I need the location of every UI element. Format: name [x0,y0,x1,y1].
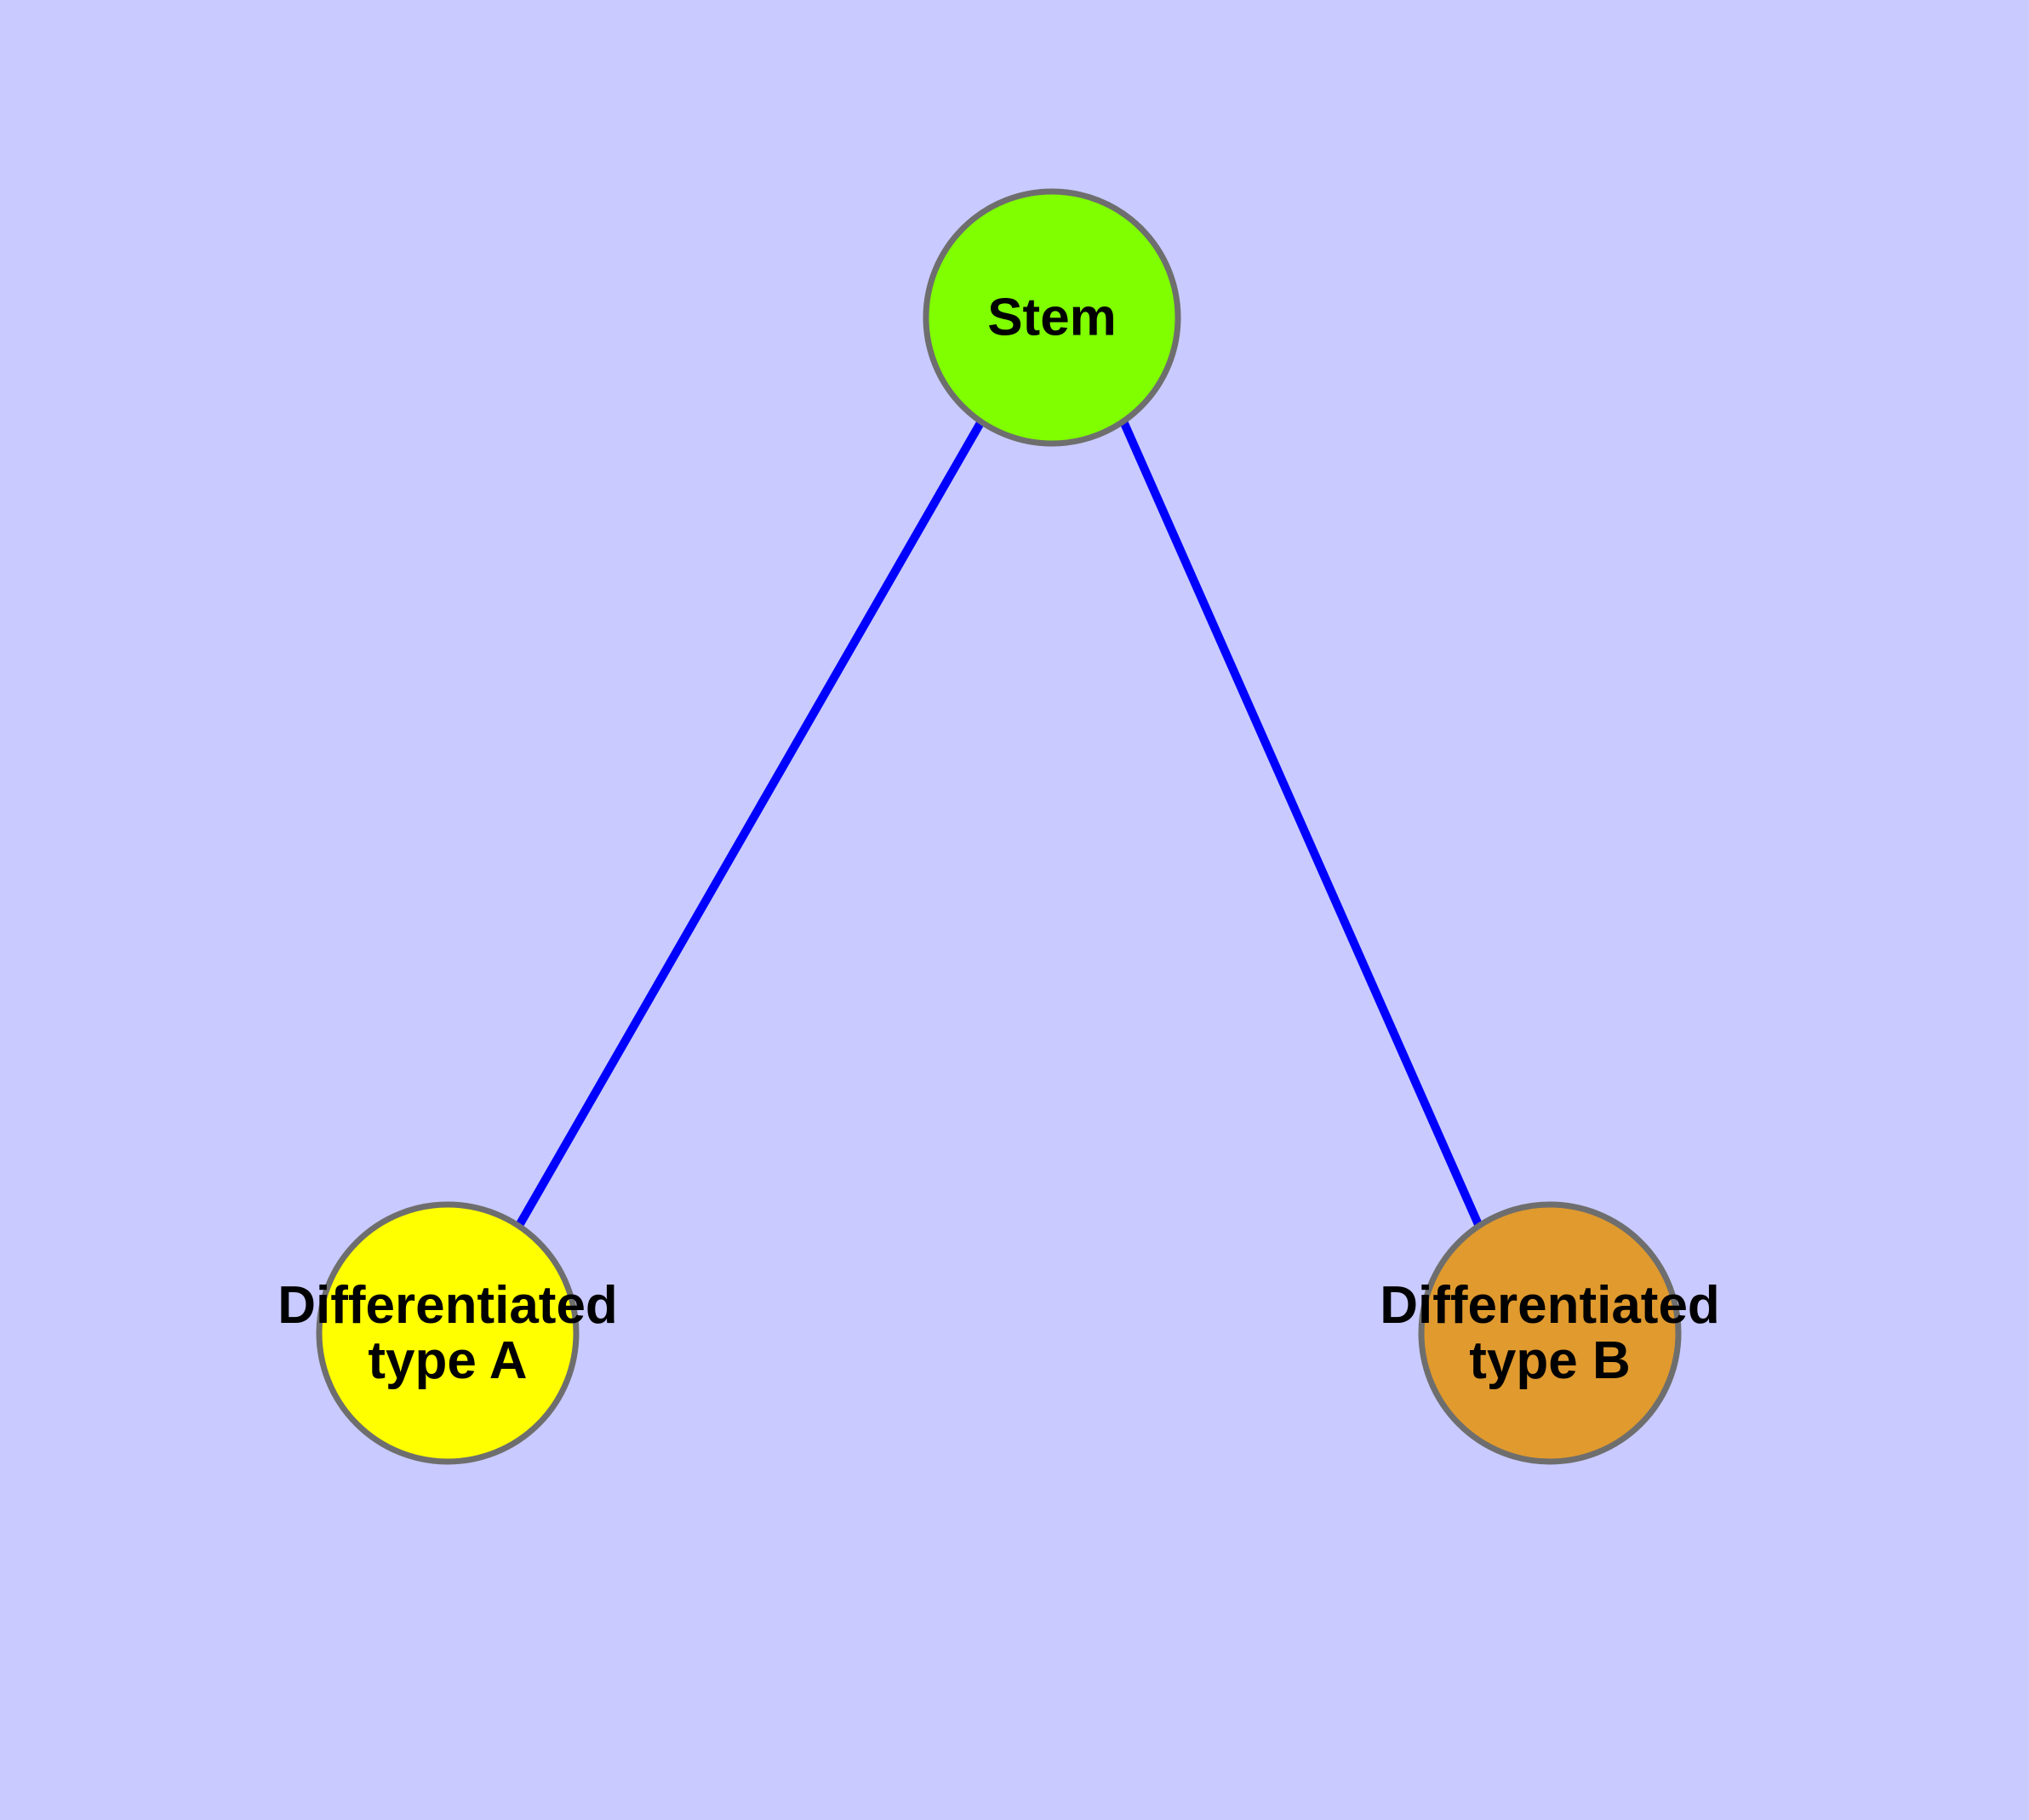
node-circle-stem[interactable] [923,188,1181,447]
node-diff_a[interactable] [319,1205,576,1462]
node-circle-diff_a[interactable] [316,1201,580,1465]
edge-stem-to-b [1119,419,1484,1231]
node-diff_b[interactable] [1421,1205,1678,1462]
edge-stem-to-a [513,419,986,1231]
nodes-group [316,188,1682,1465]
edges-group [513,419,1484,1231]
node-circle-diff_b[interactable] [1418,1201,1682,1465]
node-stem[interactable] [926,192,1178,444]
